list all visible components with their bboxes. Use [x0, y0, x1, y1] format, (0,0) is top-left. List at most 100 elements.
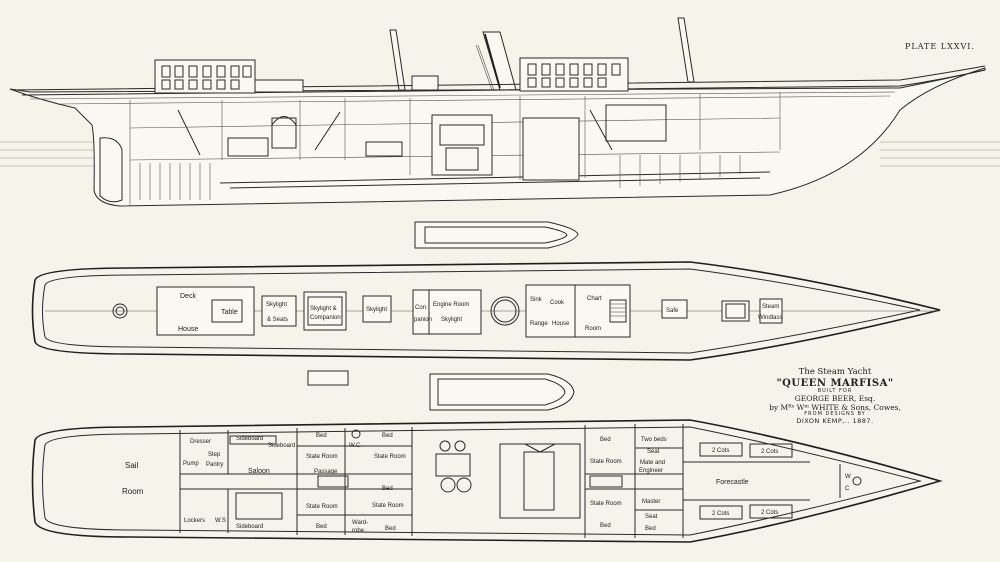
passage-stair	[317, 475, 349, 488]
table-label: Table	[221, 309, 238, 316]
deck-table	[211, 299, 243, 323]
sideboard-top2-label: Sideboard	[268, 443, 295, 449]
saloon-label: Saloon	[248, 468, 270, 475]
house2-label: House	[552, 321, 570, 327]
wardrobe-label-1: Ward-	[352, 520, 368, 526]
companion-label-2: panion	[414, 317, 432, 323]
side-elevation	[9, 17, 986, 207]
boat-bottom	[429, 373, 575, 411]
cabin-plan: Sail Room Dresser Step Pantry Pump Sideb…	[31, 419, 943, 543]
state-room-1-label: State Room	[306, 454, 338, 460]
cot-3	[699, 505, 743, 520]
windlass-label: Windlass	[758, 315, 782, 321]
wc-1-label: W.C.	[349, 443, 362, 449]
skylight-seats	[261, 295, 297, 327]
rudder	[99, 137, 123, 203]
two-beds-label: Two beds	[641, 437, 667, 443]
skylight-seats-label-1: Skylight	[266, 302, 287, 308]
steam-windlass	[759, 298, 783, 324]
boiler	[522, 117, 580, 181]
state-room-5-label: State Room	[590, 459, 622, 465]
wc-3-label: C	[845, 486, 850, 492]
seat-1-label: Seat	[647, 449, 660, 455]
aft-deckhouse-windows	[161, 65, 252, 90]
engine-room-label-1: Engine Room	[433, 302, 469, 308]
caption-line-3: BUILT FOR	[817, 388, 853, 395]
skylight-companion-label-1: Skylight &	[310, 306, 337, 312]
cook-chart-house	[525, 284, 631, 338]
saloon-table	[235, 492, 283, 520]
caption-line-6: FROM DESIGNS BY	[804, 411, 866, 418]
cot-2	[749, 443, 793, 458]
frame-ticks	[139, 155, 741, 200]
bed-2-label: Bed	[316, 524, 327, 530]
passage-label: Passage	[314, 469, 338, 475]
bed-1-label: Bed	[316, 433, 327, 439]
house-label: House	[178, 326, 198, 333]
pump-label: Pump	[183, 461, 199, 467]
range-label: Range	[530, 321, 548, 327]
deck-capstan	[112, 303, 128, 319]
cots-1-label: 2 Cots	[712, 448, 729, 454]
sideboard-top-label: Sideboard	[236, 436, 263, 442]
step-label: Step	[208, 452, 221, 458]
bed-3-label: Bed	[382, 433, 393, 439]
lockers-label: Lockers	[184, 518, 205, 524]
fore-stair	[589, 475, 623, 488]
cots-4-label: 2 Cots	[761, 510, 778, 516]
state-room-2-label: State Room	[306, 504, 338, 510]
bed-6-label: Bed	[600, 437, 611, 443]
funnel-base	[490, 296, 520, 326]
steam-label: Steam	[762, 304, 779, 310]
builder-line: by Mᴿˢ Wᵐ WHITE & Sons, Cowes,	[769, 402, 901, 412]
mizzen-mast	[389, 29, 406, 91]
bed-5-label: Bed	[385, 526, 396, 532]
ws-label: W.S	[215, 518, 226, 524]
plate-number: PLATE LXXVI.	[905, 42, 975, 51]
state-room-4-label: State Room	[372, 503, 404, 509]
skylight	[362, 295, 392, 323]
bed-7-label: Bed	[600, 523, 611, 529]
deck-hatch	[307, 370, 349, 386]
deck-hatch-fore	[721, 300, 750, 322]
sideboard-bottom-label: Sideboard	[236, 524, 263, 530]
mate-label-1: Mate and	[640, 460, 665, 466]
cot-1	[699, 442, 743, 457]
engine-room-plan	[435, 440, 581, 519]
sink-label: Sink	[530, 297, 543, 303]
bed-4-label: Bed	[382, 486, 393, 492]
wc-2-label: W	[845, 474, 851, 480]
pantry-label: Pantry	[206, 462, 223, 468]
cots-3-label: 2 Cots	[712, 511, 729, 517]
cot-4	[749, 504, 793, 519]
sail-room-label: Room	[122, 487, 144, 496]
skylight-label: Skylight	[366, 307, 387, 313]
deck-hull	[31, 261, 941, 361]
windlass-base	[852, 476, 862, 486]
chart-label: Chart	[587, 296, 602, 302]
fore-deckhouse-windows	[527, 63, 621, 88]
designer-line: DIXON KEMP,.. 1887.	[796, 417, 874, 426]
skylight-companion	[303, 291, 347, 331]
state-room-3-label: State Room	[374, 454, 406, 460]
mate-label-2: Engineer	[639, 468, 663, 474]
forecastle-label: Forecastle	[716, 479, 749, 486]
deck-label: Deck	[180, 293, 196, 300]
deck-plan: Deck House Table Skylight & Seats Skylig…	[31, 221, 941, 411]
caption-line-1: The Steam Yacht	[798, 367, 872, 377]
fore-mast	[677, 17, 695, 83]
master-label: Master	[642, 499, 660, 505]
seat-2-label: Seat	[645, 514, 658, 520]
water-lines	[0, 141, 1000, 167]
safe	[661, 299, 688, 319]
deck-house	[156, 286, 255, 336]
cots-2-label: 2 Cots	[761, 449, 778, 455]
boat-top	[414, 221, 579, 249]
cabin-hull	[31, 419, 943, 543]
plate-caption: The Steam Yacht "QUEEN MARFISA" BUILT FO…	[760, 367, 910, 426]
engine-room-skylight	[412, 289, 482, 335]
skylight-companion-label-2: Companion	[310, 315, 341, 321]
wardrobe-label-2: robe	[352, 528, 365, 534]
